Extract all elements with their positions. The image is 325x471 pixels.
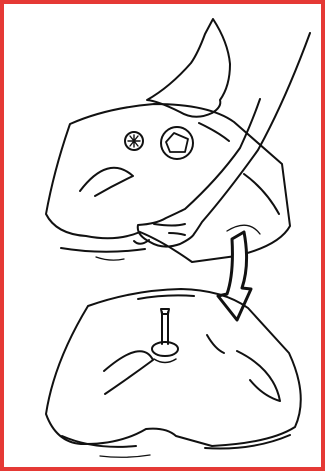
lower-base-unit <box>46 289 301 448</box>
upper-base-unit <box>46 104 290 262</box>
mounting-pole-icon <box>152 309 178 363</box>
mounting-illustration <box>4 4 321 467</box>
hand-and-arm <box>134 19 310 247</box>
